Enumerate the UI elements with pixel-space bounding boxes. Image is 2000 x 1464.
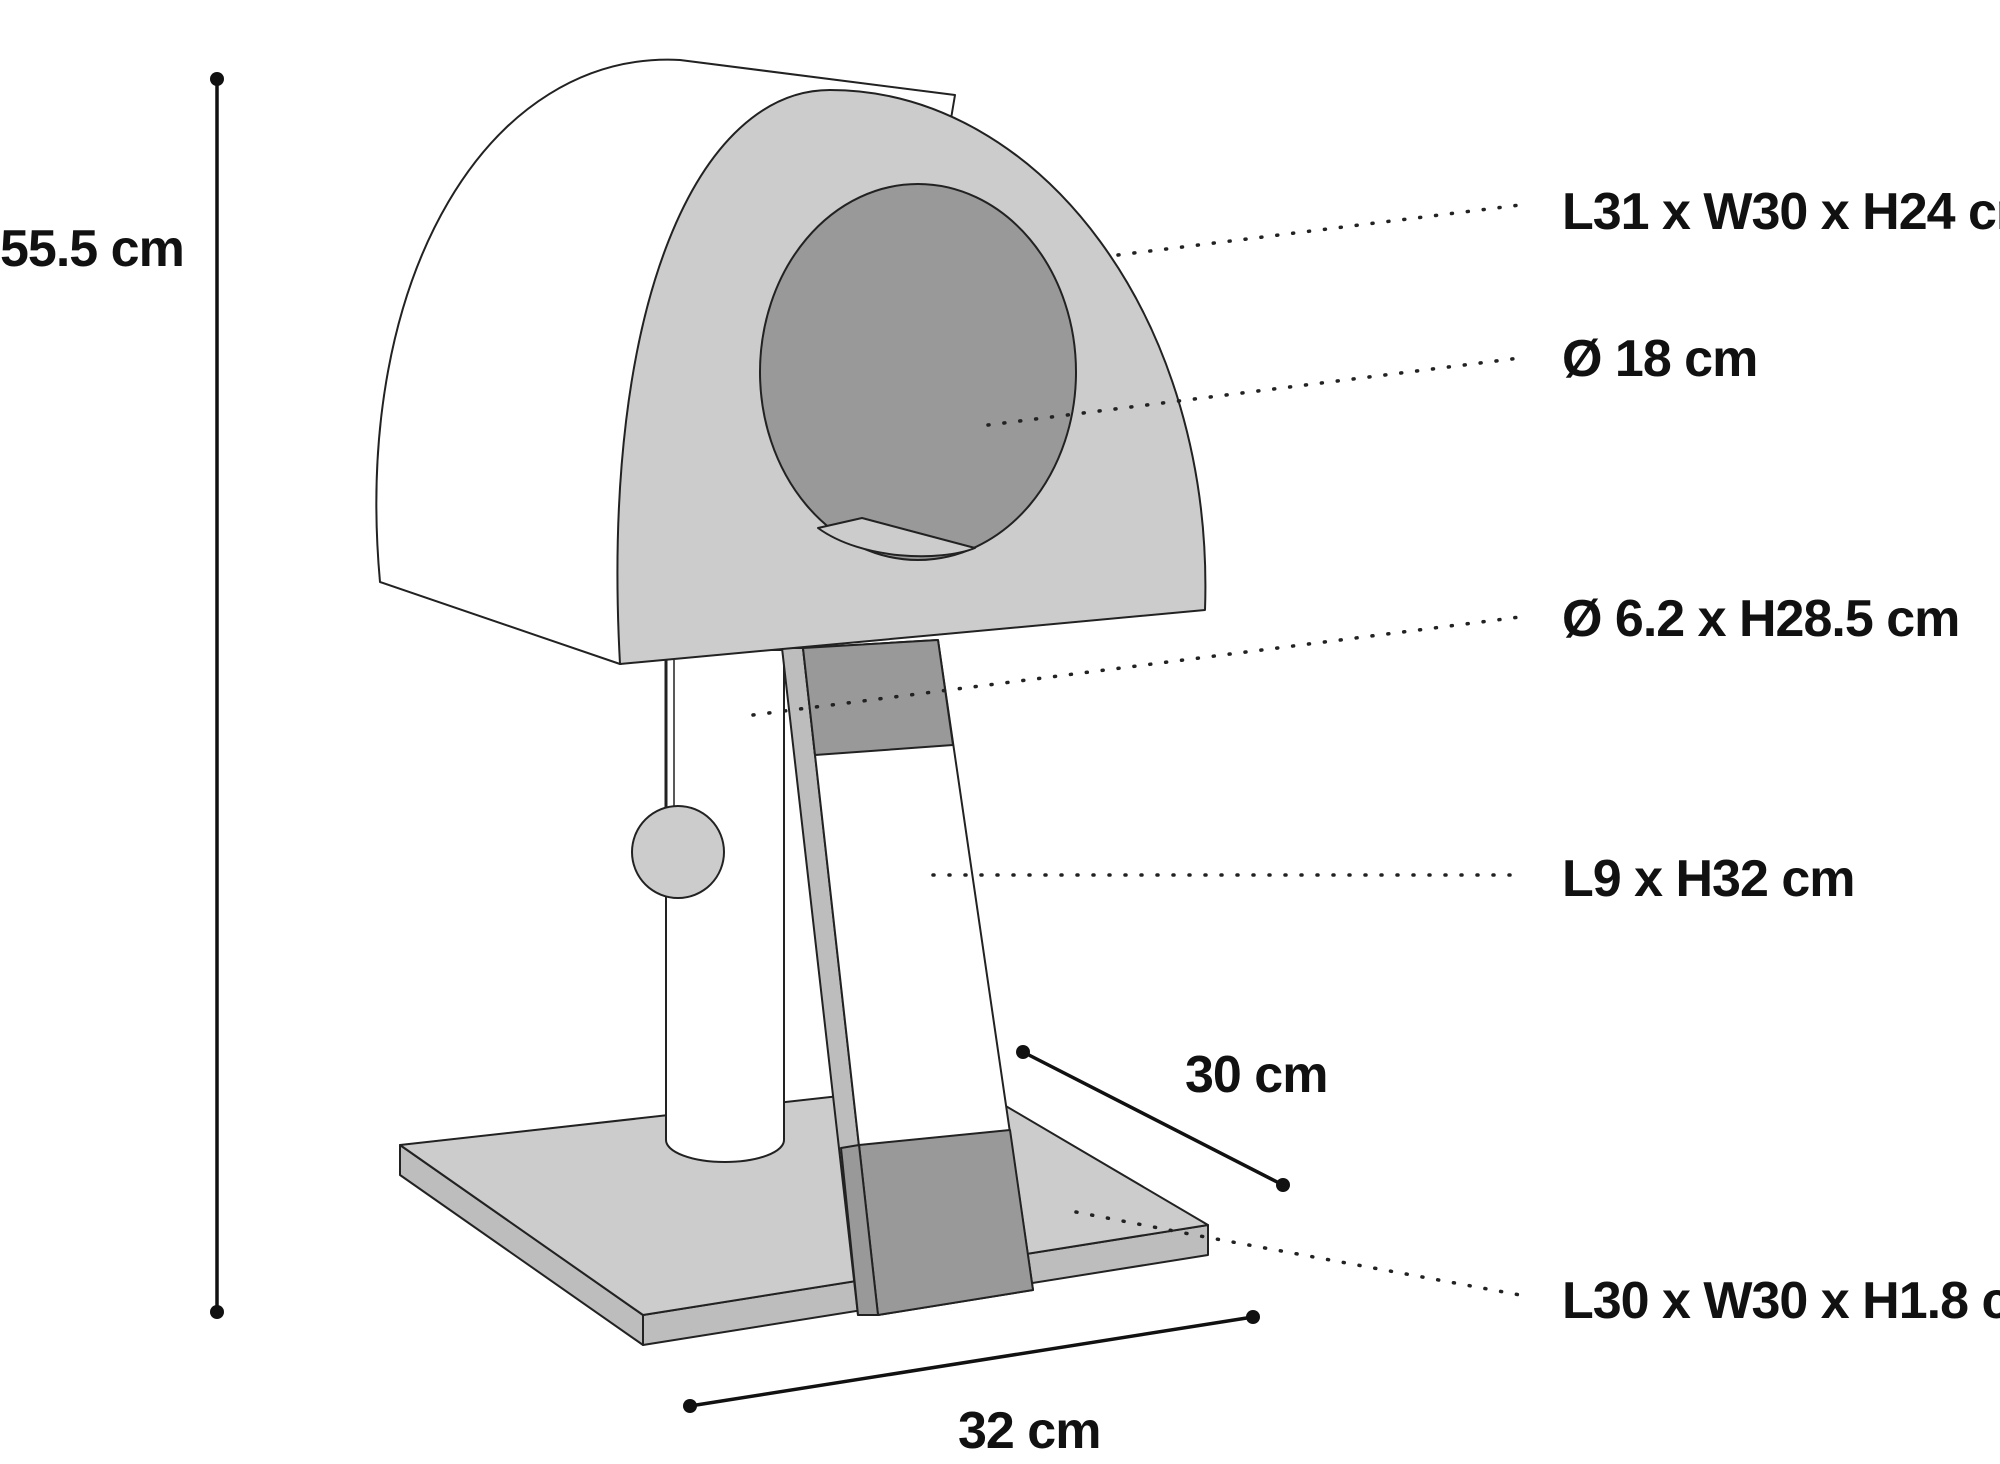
post-dimension-label: Ø 6.2 x H28.5 cm (1562, 590, 1959, 648)
entrance-leader (986, 356, 1522, 427)
cat-house-floor (817, 517, 976, 558)
scratching-board-top-band (802, 639, 954, 756)
round-post (665, 649, 785, 1163)
scratching-board-bottom-band (858, 1129, 1034, 1316)
cat-house (375, 58, 1207, 665)
toy-ball (631, 805, 725, 899)
hanging-toy (631, 660, 725, 899)
base-width-end-dot (1246, 1310, 1260, 1324)
base-width-line (689, 1315, 1254, 1408)
entrance-dimension-label: Ø 18 cm (1562, 330, 1757, 388)
leader-lines (751, 203, 1522, 1297)
base-depth-label: 30 cm (1185, 1046, 1327, 1104)
total-height-bottom-dot (210, 1305, 224, 1319)
base-width-dimension (683, 1310, 1260, 1413)
round-post-body (665, 649, 785, 1163)
base-depth-line (1022, 1050, 1284, 1187)
base-leader (1074, 1210, 1522, 1297)
scratching-board (781, 639, 1034, 1316)
base-dimension-label: L30 x W30 x H1.8 cm (1562, 1272, 2000, 1330)
house-leader (1116, 203, 1522, 257)
base-width-start-dot (683, 1399, 697, 1413)
base-depth-dimension (1016, 1045, 1290, 1192)
cat-house-entrance (759, 183, 1077, 561)
total-height-dimension (210, 72, 224, 1319)
post-leader (751, 615, 1522, 717)
base-width-label: 32 cm (958, 1402, 1100, 1460)
base-depth-end-dot (1276, 1178, 1290, 1192)
base-depth-start-dot (1016, 1045, 1030, 1059)
base-board-top (399, 1081, 1209, 1316)
scratching-board-bottom-side (840, 1144, 879, 1316)
board-dimension-label: L9 x H32 cm (1562, 850, 1855, 908)
total-height-label: 55.5 cm (0, 220, 184, 278)
total-height-top-dot (210, 72, 224, 86)
base-board (399, 1081, 1209, 1346)
house-dimension-label: L31 x W30 x H24 cm (1562, 183, 2000, 241)
